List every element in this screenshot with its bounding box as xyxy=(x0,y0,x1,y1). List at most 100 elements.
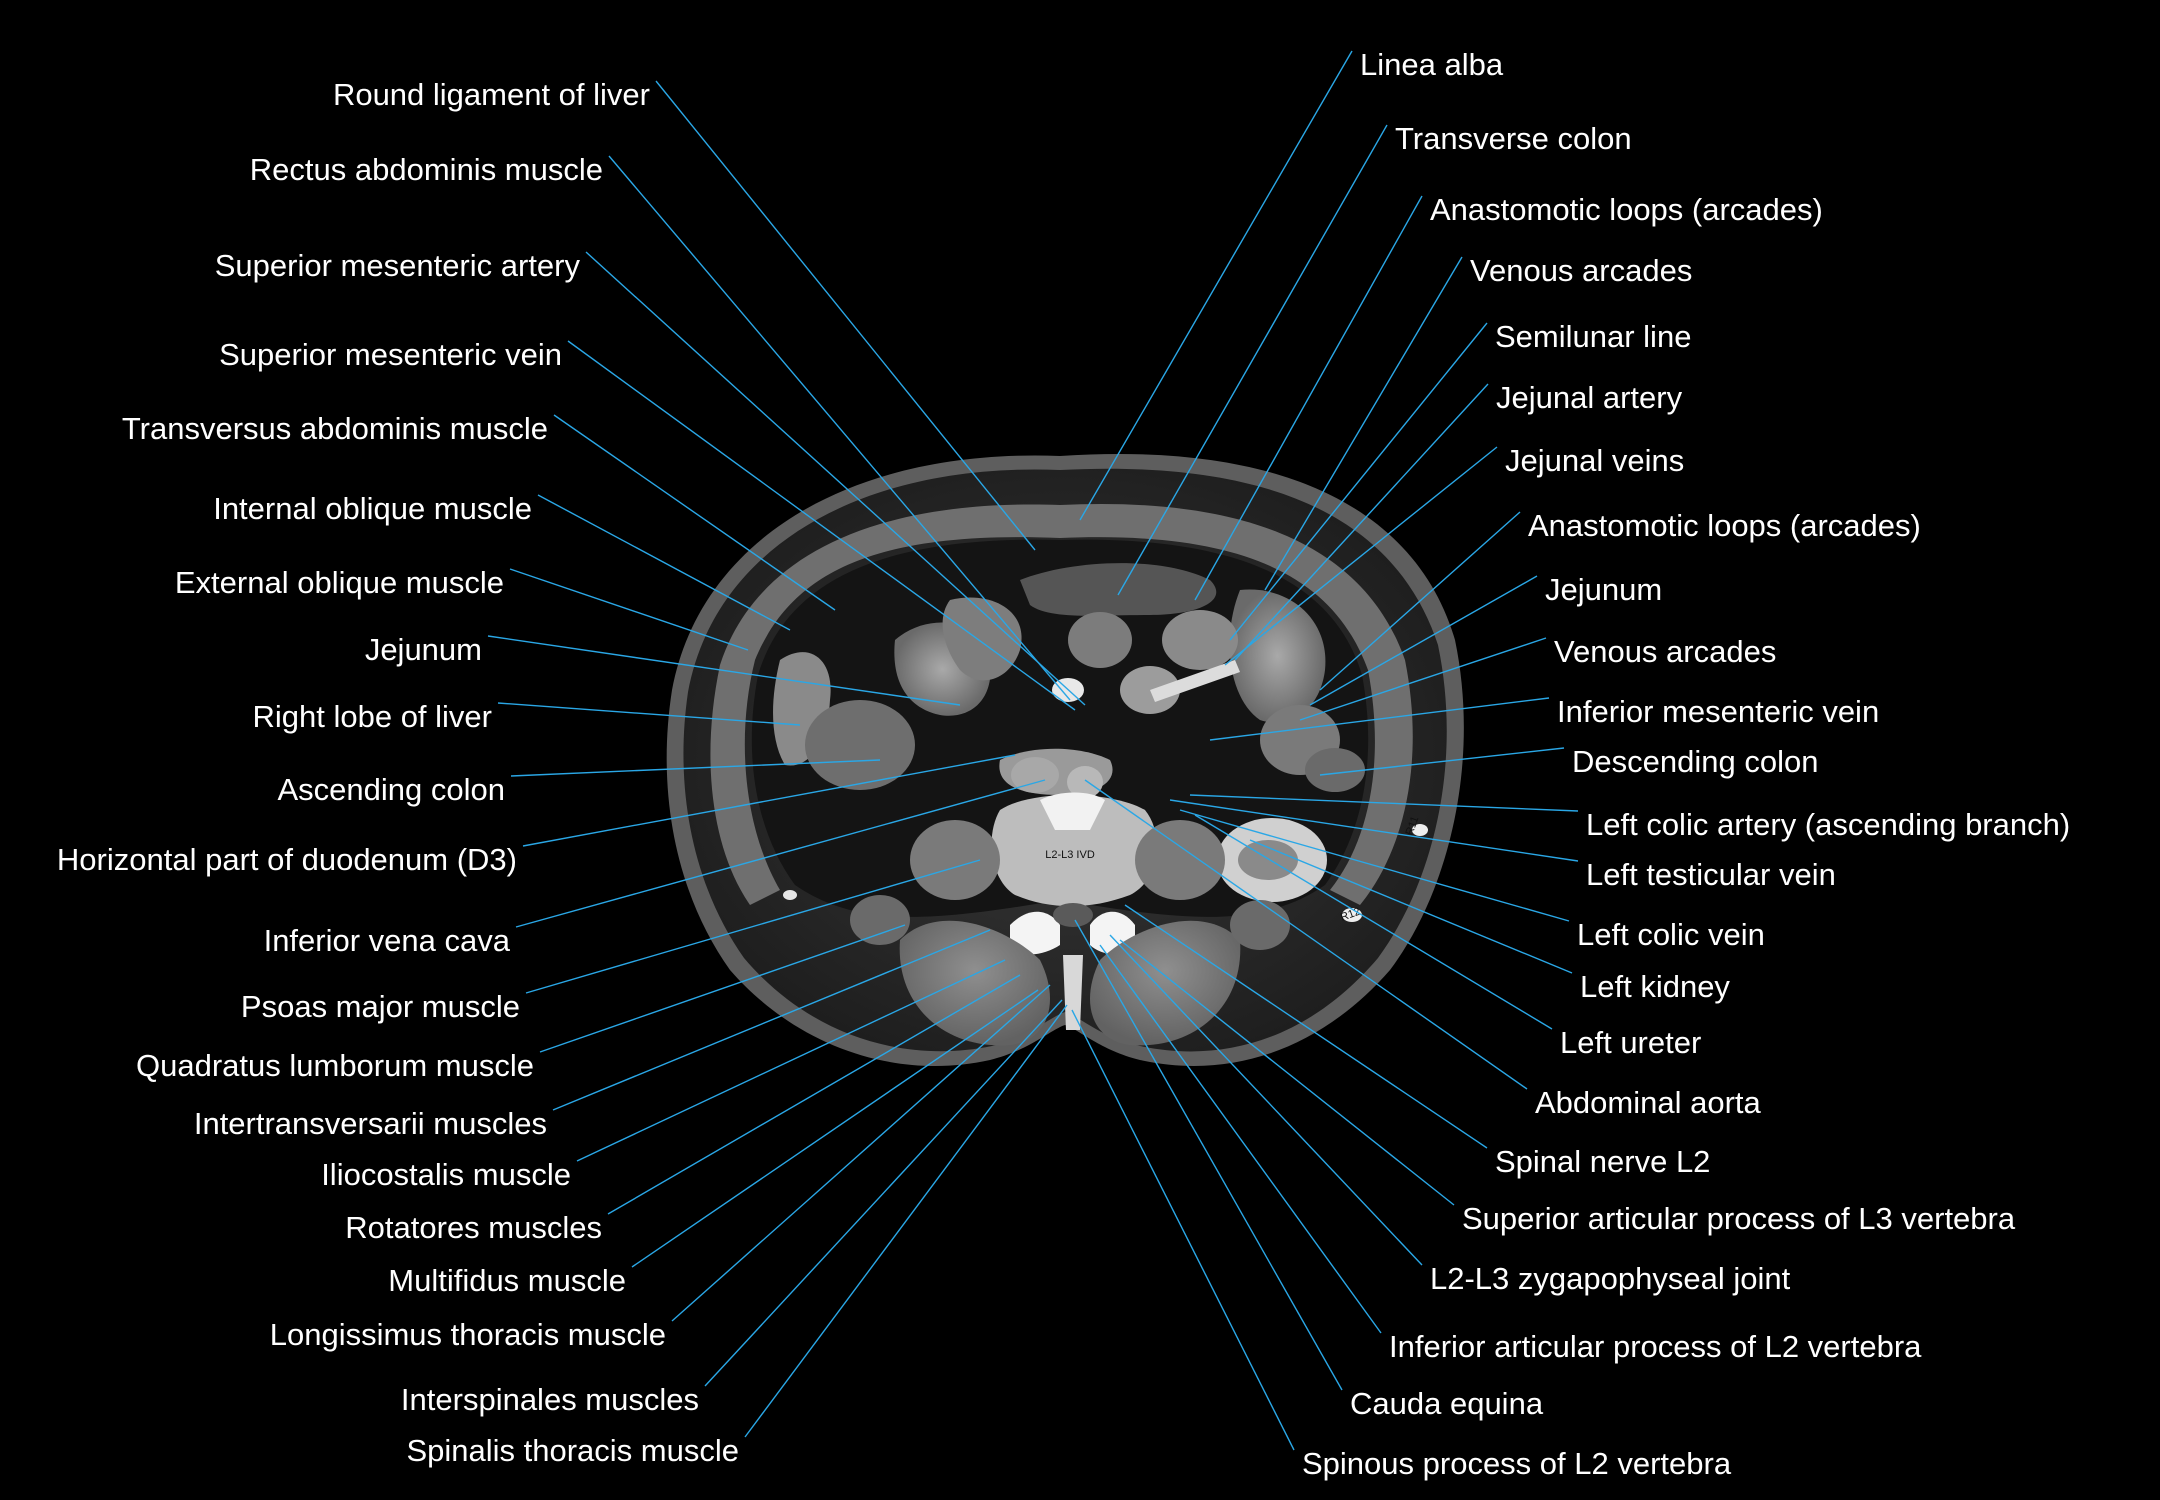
leader-line-left-3 xyxy=(567,340,1076,711)
label-right-4: Semilunar line xyxy=(1495,319,1691,354)
label-left-6: External oblique muscle xyxy=(175,565,504,600)
leader-line-right-22 xyxy=(1074,919,1343,1391)
label-left-16: Rotatores muscles xyxy=(345,1210,602,1245)
label-right-6: Jejunal veins xyxy=(1505,443,1684,478)
leader-line-right-18 xyxy=(1124,904,1488,1149)
leader-line-right-20 xyxy=(1109,934,1423,1266)
leader-line-right-9 xyxy=(1299,637,1547,721)
vertebral-arch xyxy=(1010,911,1060,955)
paraspinal-left xyxy=(1090,920,1241,1046)
transverse-colon xyxy=(1020,563,1217,616)
label-left-10: Horizontal part of duodenum (D3) xyxy=(57,842,517,877)
label-left-1: Rectus abdominis muscle xyxy=(250,152,603,187)
leader-line-right-0 xyxy=(1079,50,1353,521)
leader-line-left-2 xyxy=(585,251,1086,706)
spinous-process xyxy=(1063,955,1083,1030)
label-left-4: Transversus abdominis muscle xyxy=(122,411,548,446)
label-right-16: Left ureter xyxy=(1560,1025,1701,1060)
leader-line-right-16 xyxy=(1194,814,1553,1030)
leader-line-right-17 xyxy=(1084,779,1528,1090)
leader-line-left-1 xyxy=(608,155,1071,701)
label-left-2: Superior mesenteric artery xyxy=(215,248,581,283)
leader-line-left-6 xyxy=(509,568,749,651)
psoas-left xyxy=(1135,820,1225,900)
psoas-right xyxy=(910,820,1000,900)
label-right-15: Left kidney xyxy=(1580,969,1730,1004)
leader-line-right-10 xyxy=(1209,697,1550,741)
label-left-8: Right lobe of liver xyxy=(252,699,492,734)
leader-line-left-7 xyxy=(487,635,961,706)
label-right-8: Jejunum xyxy=(1545,572,1662,607)
leader-line-left-12 xyxy=(525,859,981,994)
leader-line-left-14 xyxy=(552,929,991,1111)
label-right-12: Left colic artery (ascending branch) xyxy=(1586,807,2070,842)
leader-line-left-10 xyxy=(522,754,1016,847)
label-left-11: Inferior vena cava xyxy=(264,923,511,958)
label-right-3: Venous arcades xyxy=(1470,253,1692,288)
label-right-11: Descending colon xyxy=(1572,744,1818,779)
leader-line-left-19 xyxy=(704,999,1063,1387)
label-right-9: Venous arcades xyxy=(1554,634,1776,669)
label-right-10: Inferior mesenteric vein xyxy=(1557,694,1879,729)
leader-line-left-18 xyxy=(671,984,1051,1322)
rib-11 xyxy=(1412,824,1428,836)
inferior-vena-cava xyxy=(1011,757,1059,793)
leader-line-right-2 xyxy=(1194,195,1423,601)
leader-line-right-6 xyxy=(1224,446,1498,666)
jejunum-loops-left-side xyxy=(1229,589,1326,723)
label-left-13: Quadratus lumborum muscle xyxy=(136,1048,534,1083)
label-right-1: Transverse colon xyxy=(1395,121,1632,156)
label-left-18: Longissimus thoracis muscle xyxy=(270,1317,666,1352)
leader-line-right-12 xyxy=(1189,794,1579,812)
leader-line-right-15 xyxy=(1249,839,1573,974)
abdominal-aorta xyxy=(1067,766,1103,798)
quadratus-lumborum-right xyxy=(850,895,910,945)
label-right-19: Superior articular process of L3 vertebr… xyxy=(1462,1201,2016,1236)
label-right-23: Spinous process of L2 vertebra xyxy=(1302,1446,1732,1481)
label-left-19: Interspinales muscles xyxy=(401,1382,699,1417)
label-left-17: Multifidus muscle xyxy=(388,1263,626,1298)
quadratus-lumborum-left xyxy=(1230,900,1290,950)
leader-line-right-23 xyxy=(1071,1009,1295,1451)
label-left-12: Psoas major muscle xyxy=(241,989,520,1024)
descending-colon xyxy=(1305,748,1365,792)
label-right-21: Inferior articular process of L2 vertebr… xyxy=(1389,1329,1922,1364)
label-left-20: Spinalis thoracis muscle xyxy=(406,1433,739,1468)
leader-line-right-4 xyxy=(1229,322,1488,641)
leader-lines xyxy=(487,50,1579,1451)
leader-line-right-8 xyxy=(1309,575,1538,706)
label-right-17: Abdominal aorta xyxy=(1535,1085,1762,1120)
label-left-5: Internal oblique muscle xyxy=(213,491,532,526)
label-left-7: Jejunum xyxy=(365,632,482,667)
label-right-13: Left testicular vein xyxy=(1586,857,1836,892)
leader-line-left-4 xyxy=(553,414,836,611)
label-left-3: Superior mesenteric vein xyxy=(219,337,562,372)
label-right-14: Left colic vein xyxy=(1577,917,1765,952)
leader-line-left-11 xyxy=(515,779,1046,928)
label-left-0: Round ligament of liver xyxy=(333,77,650,112)
label-right-22: Cauda equina xyxy=(1350,1386,1544,1421)
label-right-7: Anastomotic loops (arcades) xyxy=(1528,508,1921,543)
leader-line-left-13 xyxy=(539,924,906,1053)
leader-line-right-1 xyxy=(1117,124,1388,596)
label-right-20: L2-L3 zygapophyseal joint xyxy=(1430,1261,1791,1296)
leader-line-left-17 xyxy=(631,989,1039,1268)
leader-line-right-11 xyxy=(1319,747,1565,776)
leader-line-left-0 xyxy=(655,80,1036,551)
label-left-9: Ascending colon xyxy=(278,772,506,807)
leader-line-right-7 xyxy=(1319,511,1521,691)
leader-line-right-5 xyxy=(1234,383,1489,661)
label-left-14: Intertransversarii muscles xyxy=(194,1106,547,1141)
leader-line-right-21 xyxy=(1099,944,1382,1334)
leader-line-right-19 xyxy=(1119,939,1455,1206)
label-right-5: Jejunal artery xyxy=(1496,380,1683,415)
ct-scan-image: L2-L3 IVD R11 R12 xyxy=(666,453,1464,1067)
spinal-canal xyxy=(1053,903,1093,927)
label-right-18: Spinal nerve L2 xyxy=(1495,1144,1710,1179)
leader-line-right-14 xyxy=(1179,809,1570,922)
leader-line-left-9 xyxy=(510,759,881,777)
leader-line-left-5 xyxy=(537,494,791,631)
vertebral-body xyxy=(991,795,1157,907)
